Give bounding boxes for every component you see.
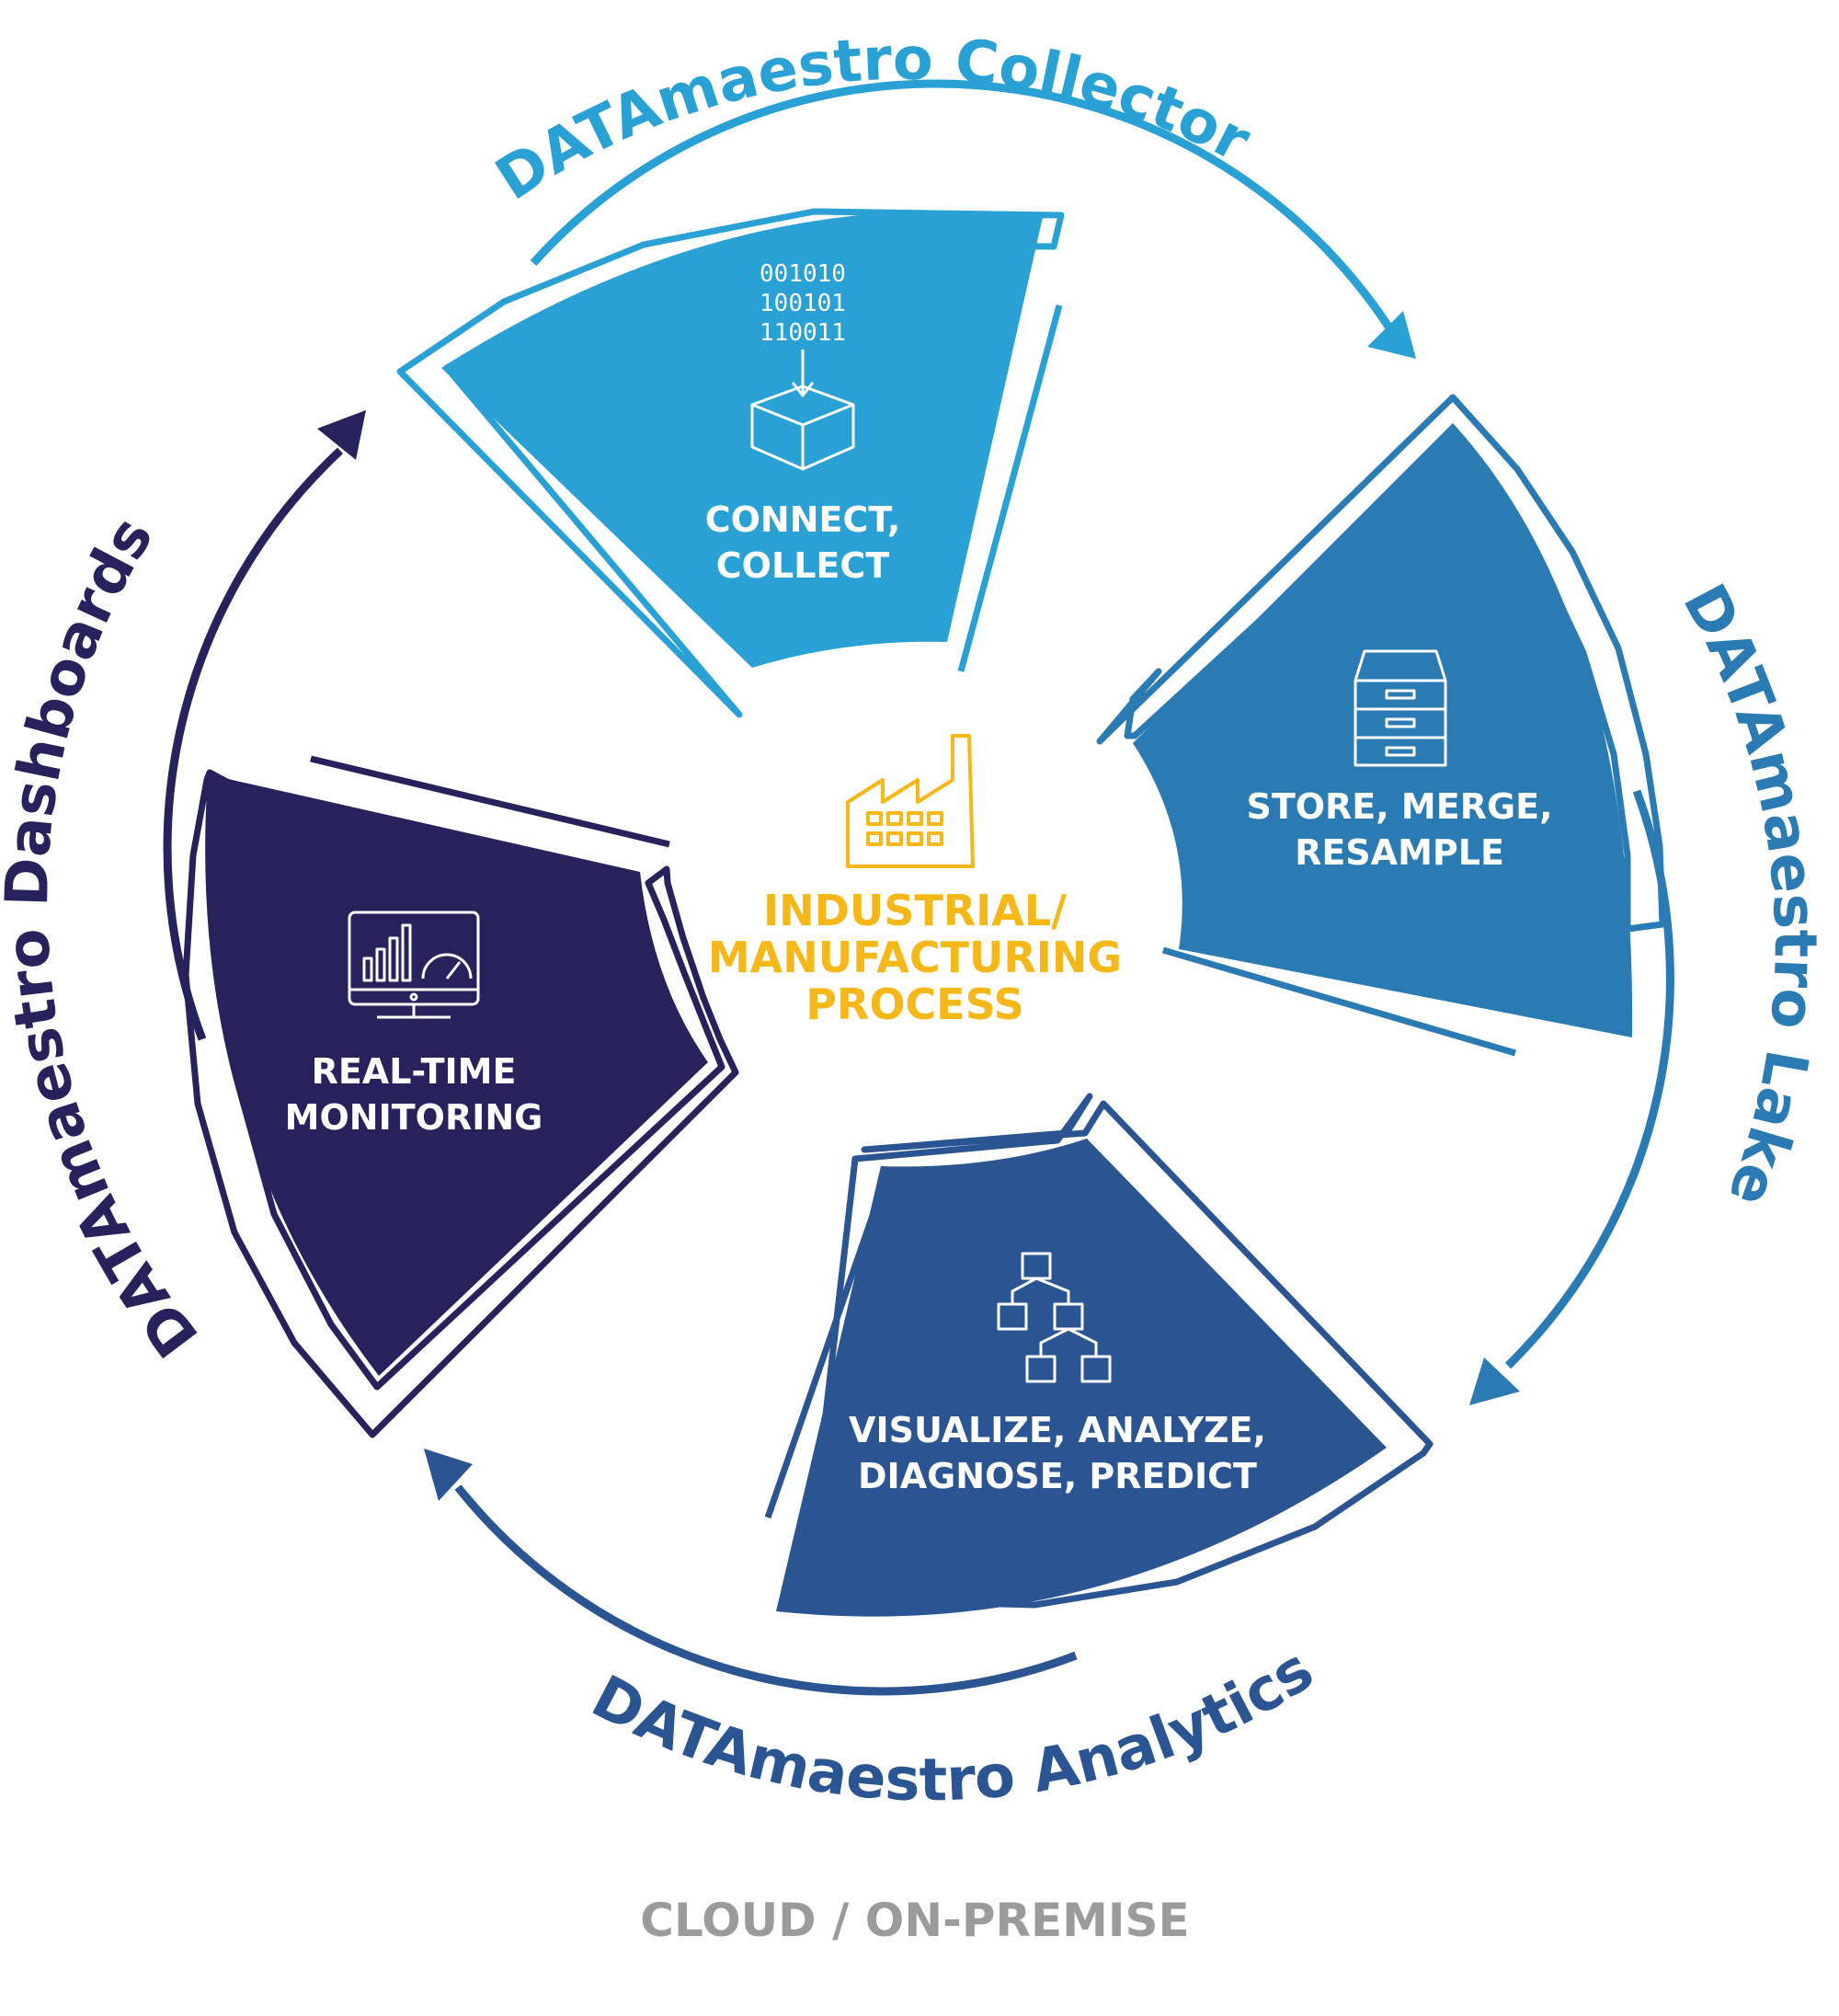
arrow-collector-to-lake [530,79,1392,329]
arrowhead-dashboards [317,410,366,460]
segment-analytics-outline [801,1093,1434,1609]
center-line3: PROCESS [805,979,1024,1029]
segment-collector: 001010 100101 110011 CONNECT, COLLECT [396,208,1065,718]
binary-line-2: 100101 [760,290,846,317]
product-label-dashboards: DATAmaestro Dashboards [0,506,212,1369]
factory-icon [846,734,975,868]
segment-lake-line2: RESAMPLE [1295,832,1504,873]
segment-dashboards-fill [205,774,708,1376]
deployment-footer: CLOUD / ON-PREMISE [640,1894,1189,1947]
product-label-analytics: DATAmaestro Analytics [581,1636,1326,1816]
arrow-dashboards-to-collector [163,447,344,1041]
segment-collector-fill [441,211,1043,668]
center-line1: INDUSTRIAL/ [763,886,1067,935]
flowchart-icon [997,1252,1112,1383]
segment-analytics: VISUALIZE, ANALYZE, DIAGNOSE, PREDICT [764,1093,1434,1617]
segment-lake-outline [1096,394,1666,933]
segment-analytics-line2: DIAGNOSE, PREDICT [858,1456,1257,1496]
segment-dashboards-rail [310,755,670,848]
segment-collector-line2: COLLECT [716,545,889,586]
segment-dashboards-line1: REAL-TIME [312,1051,517,1092]
arrow-analytics-to-dashboards [454,1484,1078,1696]
product-label-lake: DATAmaestro Lake [1670,574,1829,1215]
segment-analytics-line1: VISUALIZE, ANALYZE, [849,1410,1266,1450]
center-line2: MANUFACTURING [708,933,1122,982]
segment-collector-rail [957,304,1063,672]
segment-dashboards-line2: MONITORING [285,1097,543,1138]
segment-lake-line1: STORE, MERGE, [1246,786,1552,827]
monitor-chart-icon [348,911,480,1019]
segment-lake: STORE, MERGE, RESAMPLE [1096,394,1666,1057]
segment-collector-line1: CONNECT, [705,499,901,540]
binary-line-1: 001010 [760,260,846,288]
data-box-icon: 001010 100101 110011 [750,260,855,471]
arrowhead-lake [1469,1357,1520,1405]
arrowhead-analytics [424,1449,473,1501]
segment-dashboards-outline [182,769,739,1438]
segment-lake-fill [1133,423,1633,1037]
center-process: INDUSTRIAL/ MANUFACTURING PROCESS [708,734,1122,1029]
segment-dashboards: REAL-TIME MONITORING [182,755,739,1438]
segment-lake-rail [1162,946,1516,1057]
storage-cabinet-icon [1354,649,1447,767]
product-label-collector: DATAmaestro Collector [485,26,1261,214]
arrowhead-collector [1367,311,1416,359]
binary-line-3: 110011 [760,319,846,347]
